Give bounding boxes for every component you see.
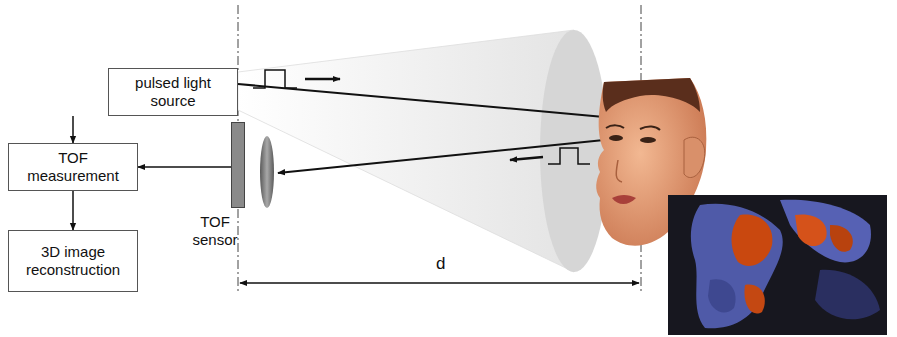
pulse-arrow <box>305 78 340 81</box>
flow-arrow <box>72 191 74 230</box>
light-ray <box>238 84 604 117</box>
box-label: pulsed light source <box>117 74 229 110</box>
depth-image-inset <box>668 195 887 335</box>
reflected-pulse <box>548 148 590 164</box>
process-box: TOF measurement <box>8 143 138 191</box>
flow-arrow <box>138 166 231 168</box>
dimension-line <box>240 282 639 284</box>
box-label: 3D image reconstruction <box>17 243 129 279</box>
reflected-ray <box>278 140 604 173</box>
dimension-label: d <box>436 254 445 274</box>
light-cone <box>238 30 574 272</box>
process-box: 3D image reconstruction <box>8 230 138 292</box>
box-label: TOF measurement <box>17 149 129 185</box>
cone-end <box>540 30 608 272</box>
pulse-arrow <box>510 157 543 160</box>
flow-arrow <box>72 116 74 143</box>
process-box: pulsed light source <box>108 68 238 116</box>
lens <box>260 136 274 208</box>
sensor-bar: TOF sensor <box>231 122 245 208</box>
sensor-label: TOF sensor <box>180 213 250 249</box>
